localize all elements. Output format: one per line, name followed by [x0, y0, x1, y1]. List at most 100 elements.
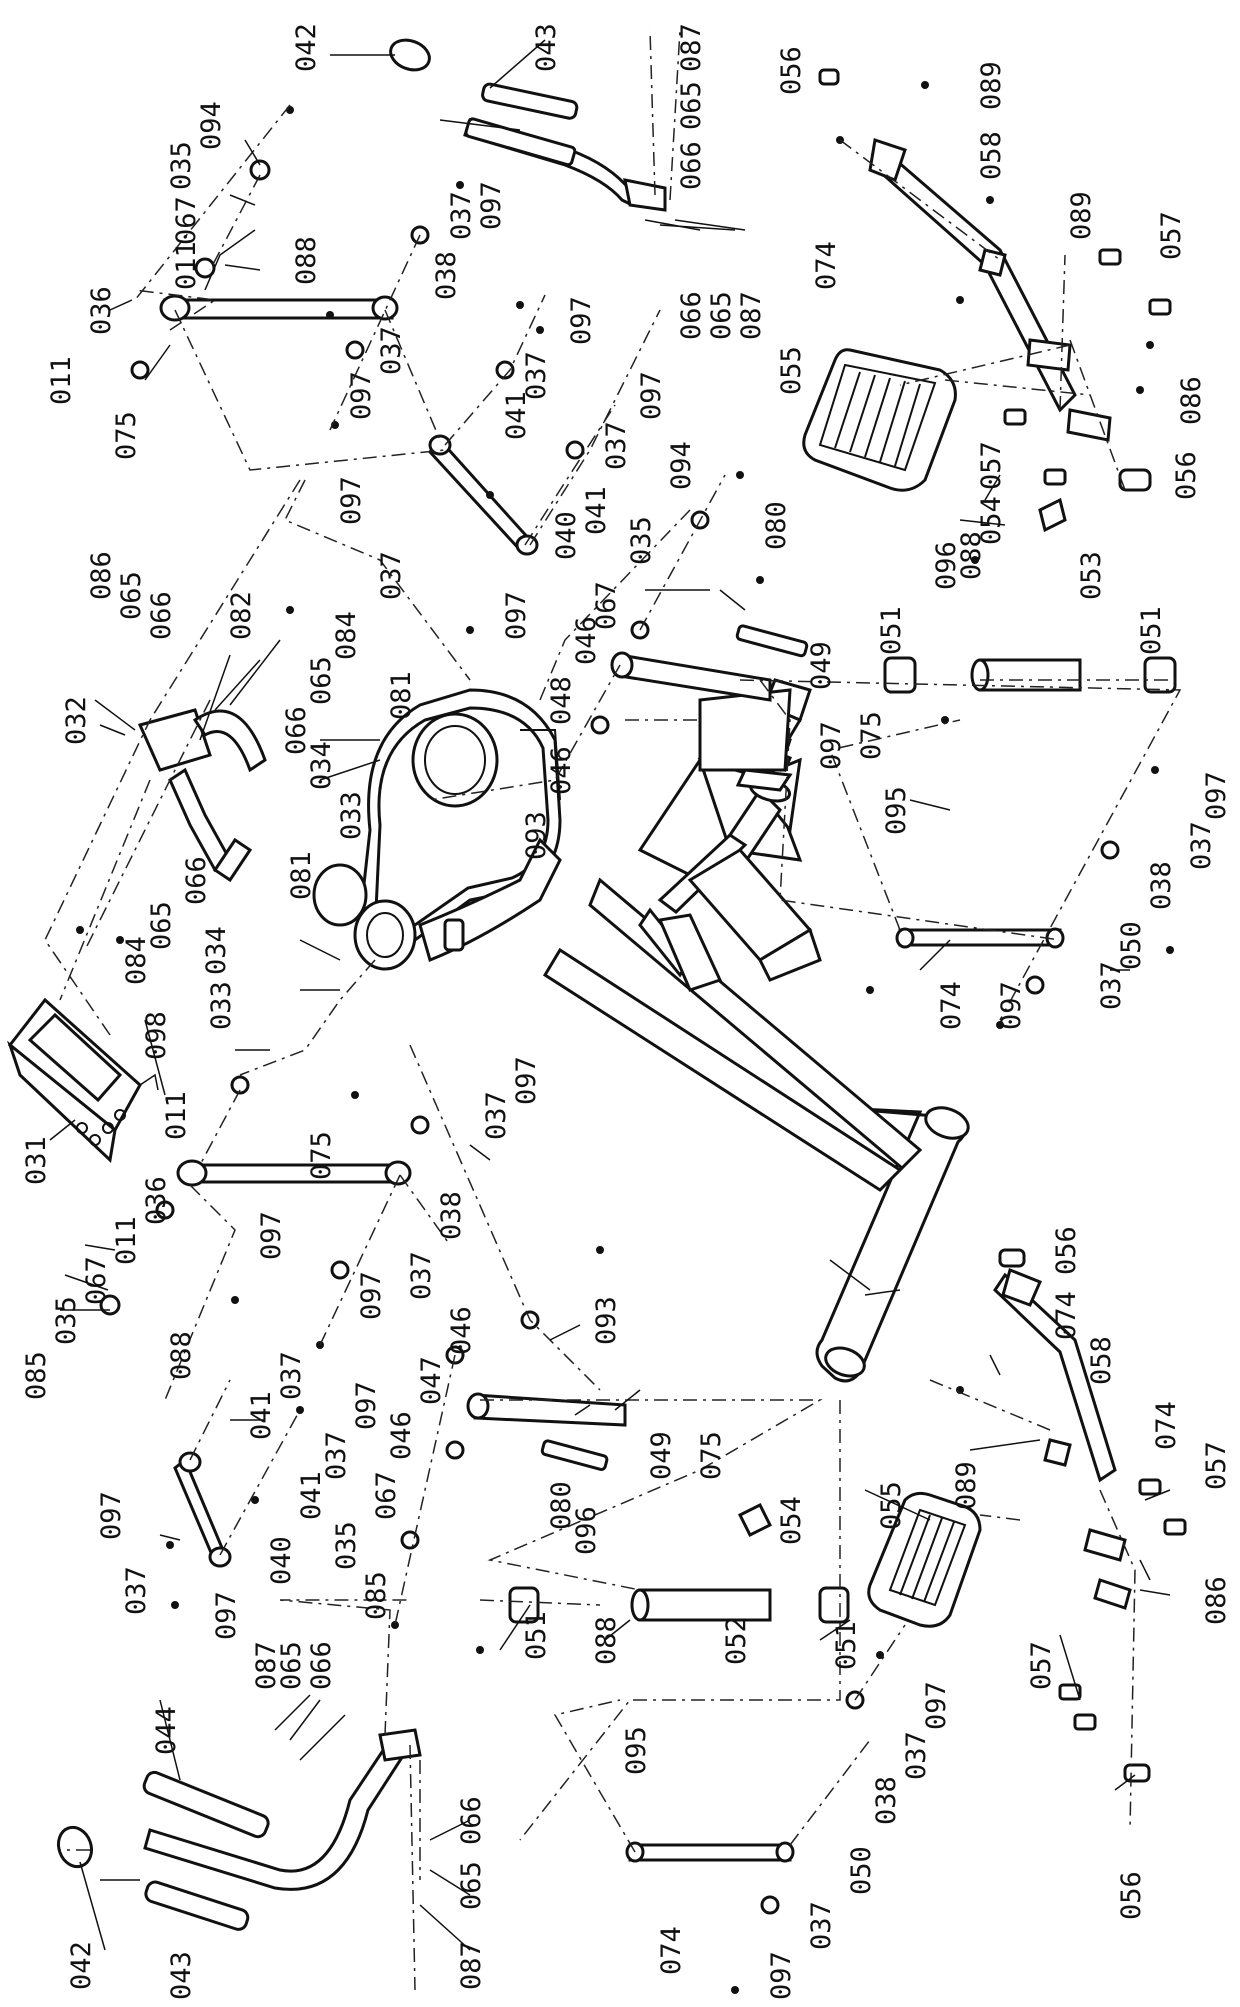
label-087: 087	[736, 291, 767, 340]
label-088: 088	[591, 1616, 622, 1665]
label-075: 075	[696, 1431, 727, 1480]
label-085: 085	[21, 1351, 52, 1400]
console-monitor	[6, 997, 159, 1164]
label-075: 075	[856, 711, 887, 760]
label-084: 084	[331, 611, 362, 660]
label-051: 051	[831, 1621, 862, 1670]
label-037: 037	[1096, 961, 1127, 1010]
label-046: 046	[546, 746, 577, 795]
label-051: 051	[1136, 606, 1167, 655]
label-065: 065	[306, 656, 337, 705]
label-051: 051	[876, 606, 907, 655]
label-066: 066	[181, 856, 212, 905]
label-096: 096	[571, 1506, 602, 1555]
label-040: 040	[551, 511, 582, 560]
pedal-arm-lower	[867, 1248, 1187, 1783]
label-094: 094	[196, 101, 227, 150]
label-093: 093	[591, 1296, 622, 1345]
label-074: 074	[811, 241, 842, 290]
label-086: 086	[1176, 376, 1207, 425]
label-097: 097	[816, 721, 847, 770]
label-034: 034	[306, 741, 337, 790]
label-011: 011	[161, 1091, 192, 1140]
label-037: 037	[806, 1901, 837, 1950]
label-031: 031	[21, 1136, 52, 1185]
label-049: 049	[646, 1431, 677, 1480]
label-048: 048	[546, 676, 577, 725]
label-097: 097	[511, 1056, 542, 1105]
label-097: 097	[356, 1271, 387, 1320]
label-037: 037	[321, 1431, 352, 1480]
label-097: 097	[96, 1491, 127, 1540]
label-085: 085	[361, 1571, 392, 1620]
label-074: 074	[1151, 1401, 1182, 1450]
label-082: 082	[226, 591, 257, 640]
label-081: 081	[386, 671, 417, 720]
label-040: 040	[266, 1536, 297, 1585]
label-033: 033	[336, 791, 367, 840]
label-065: 065	[706, 291, 737, 340]
label-095: 095	[881, 786, 912, 835]
label-050: 050	[1116, 921, 1147, 970]
label-066: 066	[676, 291, 707, 340]
label-049: 049	[806, 641, 837, 690]
label-058: 058	[976, 131, 1007, 180]
label-097: 097	[921, 1681, 952, 1730]
label-096: 096	[931, 541, 962, 590]
label-056: 056	[1051, 1226, 1082, 1275]
label-056: 056	[776, 46, 807, 95]
label-067: 067	[591, 581, 622, 630]
label-097: 097	[346, 371, 377, 420]
label-095: 095	[621, 1726, 652, 1775]
label-044: 044	[151, 1706, 182, 1755]
label-011: 011	[111, 1216, 142, 1265]
label-046: 046	[571, 616, 602, 665]
label-037: 037	[121, 1566, 152, 1615]
leader-lines	[44, 29, 1182, 1991]
label-066: 066	[456, 1796, 487, 1845]
label-065: 065	[676, 81, 707, 130]
label-097: 097	[636, 371, 667, 420]
label-046: 046	[386, 1411, 417, 1460]
label-041: 041	[296, 1471, 327, 1520]
label-057: 057	[1201, 1441, 1232, 1490]
label-056: 056	[1171, 451, 1202, 500]
label-065: 065	[276, 1641, 307, 1690]
lower-arm-assembly	[56, 1159, 850, 1931]
label-067: 067	[81, 1256, 112, 1305]
label-011: 011	[171, 241, 202, 290]
label-035: 035	[51, 1296, 82, 1345]
label-037: 037	[521, 351, 552, 400]
label-080: 080	[546, 1481, 577, 1530]
label-088: 088	[291, 236, 322, 285]
hardware-markers	[76, 81, 1174, 1994]
label-037: 037	[601, 421, 632, 470]
label-052: 052	[721, 1616, 752, 1665]
label-097: 097	[766, 1951, 797, 2000]
label-037: 037	[446, 191, 477, 240]
main-frame	[542, 678, 970, 1383]
label-065: 065	[456, 1861, 487, 1910]
label-038: 038	[1146, 861, 1177, 910]
label-035: 035	[166, 141, 197, 190]
label-047: 047	[416, 1356, 447, 1405]
label-036: 036	[86, 286, 117, 335]
label-089: 089	[1066, 191, 1097, 240]
label-084: 084	[121, 936, 152, 985]
label-093: 093	[521, 811, 552, 860]
label-058: 058	[1086, 1336, 1117, 1385]
label-094: 094	[666, 441, 697, 490]
flywheel-housing	[312, 688, 562, 971]
label-037: 037	[1186, 821, 1217, 870]
label-036: 036	[141, 1176, 172, 1225]
label-037: 037	[901, 1731, 932, 1780]
label-081: 081	[286, 851, 317, 900]
label-050: 050	[846, 1846, 877, 1895]
label-035: 035	[626, 516, 657, 565]
label-086: 086	[86, 551, 117, 600]
label-097: 097	[476, 181, 507, 230]
label-067: 067	[171, 196, 202, 245]
label-054: 054	[976, 496, 1007, 545]
label-037: 037	[276, 1351, 307, 1400]
